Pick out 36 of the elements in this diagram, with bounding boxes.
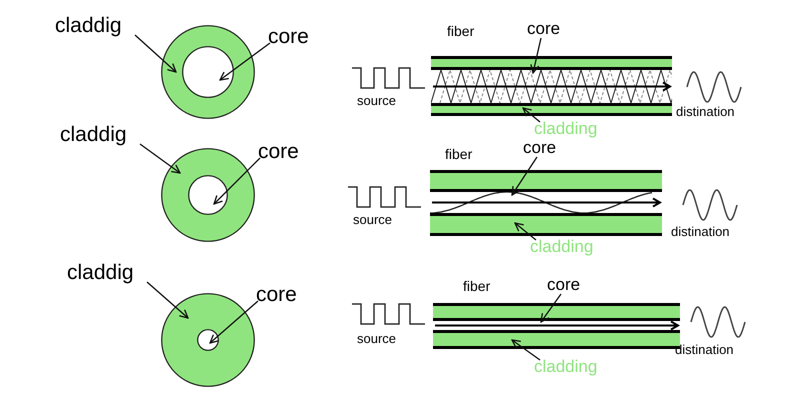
part-label: cladding (534, 358, 598, 375)
leader-line (209, 300, 258, 344)
signal-label: source (357, 332, 396, 345)
cladding-band (430, 213, 662, 236)
part-label: core (523, 139, 556, 156)
signal-label: distination (676, 105, 735, 118)
leader-line (140, 143, 181, 174)
leader-line (219, 42, 270, 81)
part-label: core (268, 26, 309, 47)
cladding-band (433, 303, 680, 321)
part-label: fiber (445, 147, 472, 161)
signal-label: source (357, 94, 396, 107)
cladding-band (430, 170, 662, 192)
leader-line (511, 339, 540, 361)
leader-line (511, 156, 538, 196)
leader-line (213, 158, 260, 205)
leader-line (522, 107, 540, 122)
part-label: claddig (55, 15, 122, 36)
part-label: fiber (463, 279, 490, 293)
signal-label: source (353, 213, 392, 226)
signal-label: distination (671, 225, 730, 238)
leader-line (146, 282, 189, 319)
cladding-band (431, 56, 672, 70)
part-label: cladding (530, 238, 594, 255)
part-label: claddig (67, 262, 134, 283)
signal-label: distination (675, 343, 734, 356)
part-label: claddig (60, 124, 127, 145)
part-label: core (256, 284, 297, 305)
part-label: core (258, 141, 299, 162)
leader-line (134, 34, 177, 73)
part-label: core (547, 276, 580, 293)
part-label: fiber (447, 24, 474, 38)
part-label: cladding (534, 120, 598, 137)
leader-line (530, 38, 542, 74)
cladding-band (431, 103, 672, 116)
part-label: core (527, 20, 560, 37)
